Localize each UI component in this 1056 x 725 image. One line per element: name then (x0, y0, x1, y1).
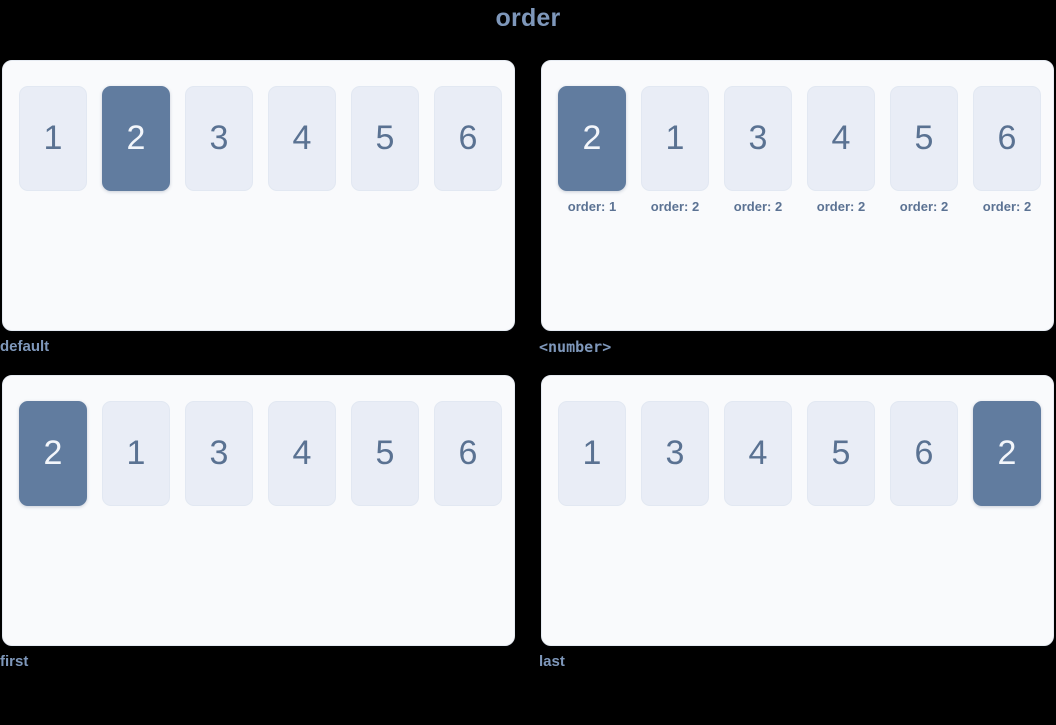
flex-item-tile[interactable]: 1 (19, 86, 87, 191)
flex-item[interactable]: 5 (351, 86, 419, 191)
order-value-label: order: 2 (899, 199, 949, 214)
flex-item[interactable]: 5 (351, 401, 419, 506)
flex-item[interactable]: 1 (102, 401, 170, 506)
page-title: order (495, 4, 561, 32)
flex-item[interactable]: 2 (973, 401, 1041, 506)
flex-item-tile[interactable]: 1 (641, 86, 709, 191)
flex-item[interactable]: 6 (434, 86, 502, 191)
flex-item[interactable]: 6 (890, 401, 958, 506)
flex-item[interactable]: 4 (268, 401, 336, 506)
flex-item-tile[interactable]: 5 (890, 86, 958, 191)
panel-caption: first (0, 653, 29, 670)
flex-item-tile[interactable]: 3 (724, 86, 792, 191)
flex-item[interactable]: 2 (102, 86, 170, 191)
panel-caption: last (539, 653, 565, 670)
flex-item[interactable]: 6 order: 2 (973, 86, 1041, 214)
order-value-label: order: 2 (982, 199, 1032, 214)
panel-cell: 2 order: 1 1 order: 2 3 order: 2 4 order: 2 5 ord… (539, 60, 1056, 356)
flex-item-tile[interactable]: 4 (268, 86, 336, 191)
flex-item[interactable]: 4 (724, 401, 792, 506)
flex-item[interactable]: 1 order: 2 (641, 86, 709, 214)
flex-item[interactable]: 1 (19, 86, 87, 191)
flex-item-tile[interactable]: 6 (434, 401, 502, 506)
flex-item[interactable]: 3 (641, 401, 709, 506)
flex-item[interactable]: 2 (19, 401, 87, 506)
flex-item-tile[interactable]: 5 (351, 401, 419, 506)
flex-item[interactable]: 5 order: 2 (890, 86, 958, 214)
flex-item-tile[interactable]: 4 (807, 86, 875, 191)
flex-item[interactable]: 4 (268, 86, 336, 191)
demo-panel: 2 order: 1 1 order: 2 3 order: 2 4 order: 2 5 ord… (541, 60, 1054, 331)
flex-item-tile[interactable]: 3 (185, 401, 253, 506)
flex-item-tile[interactable]: 6 (890, 401, 958, 506)
flex-item-tile[interactable]: 3 (185, 86, 253, 191)
flex-item-tile[interactable]: 5 (351, 86, 419, 191)
order-value-label: order: 2 (816, 199, 866, 214)
flex-item-tile-highlighted[interactable]: 2 (558, 86, 626, 191)
flex-item[interactable]: 3 order: 2 (724, 86, 792, 214)
order-value-label: order: 2 (733, 199, 783, 214)
flex-item[interactable]: 2 order: 1 (558, 86, 626, 214)
flex-item-tile[interactable]: 3 (641, 401, 709, 506)
flex-container: 2 order: 1 1 order: 2 3 order: 2 4 order: 2 5 ord… (558, 86, 1041, 214)
flex-item-tile[interactable]: 1 (102, 401, 170, 506)
flex-item[interactable]: 1 (558, 401, 626, 506)
flex-item-tile-highlighted[interactable]: 2 (19, 401, 87, 506)
order-value-label: order: 1 (567, 199, 617, 214)
flex-item-tile-highlighted[interactable]: 2 (102, 86, 170, 191)
order-value-label: order: 2 (650, 199, 700, 214)
flex-item-tile[interactable]: 5 (807, 401, 875, 506)
flex-item-tile[interactable]: 6 (434, 86, 502, 191)
flex-item[interactable]: 3 (185, 86, 253, 191)
flex-item[interactable]: 4 order: 2 (807, 86, 875, 214)
flex-item-tile[interactable]: 4 (268, 401, 336, 506)
flex-item-tile[interactable]: 1 (558, 401, 626, 506)
flex-item[interactable]: 3 (185, 401, 253, 506)
flex-item-tile[interactable]: 6 (973, 86, 1041, 191)
flex-item-tile-highlighted[interactable]: 2 (973, 401, 1041, 506)
panel-caption: default (0, 338, 50, 355)
flex-item[interactable]: 5 (807, 401, 875, 506)
panel-caption: <number> (539, 338, 612, 356)
flex-item[interactable]: 6 (434, 401, 502, 506)
flex-item-tile[interactable]: 4 (724, 401, 792, 506)
